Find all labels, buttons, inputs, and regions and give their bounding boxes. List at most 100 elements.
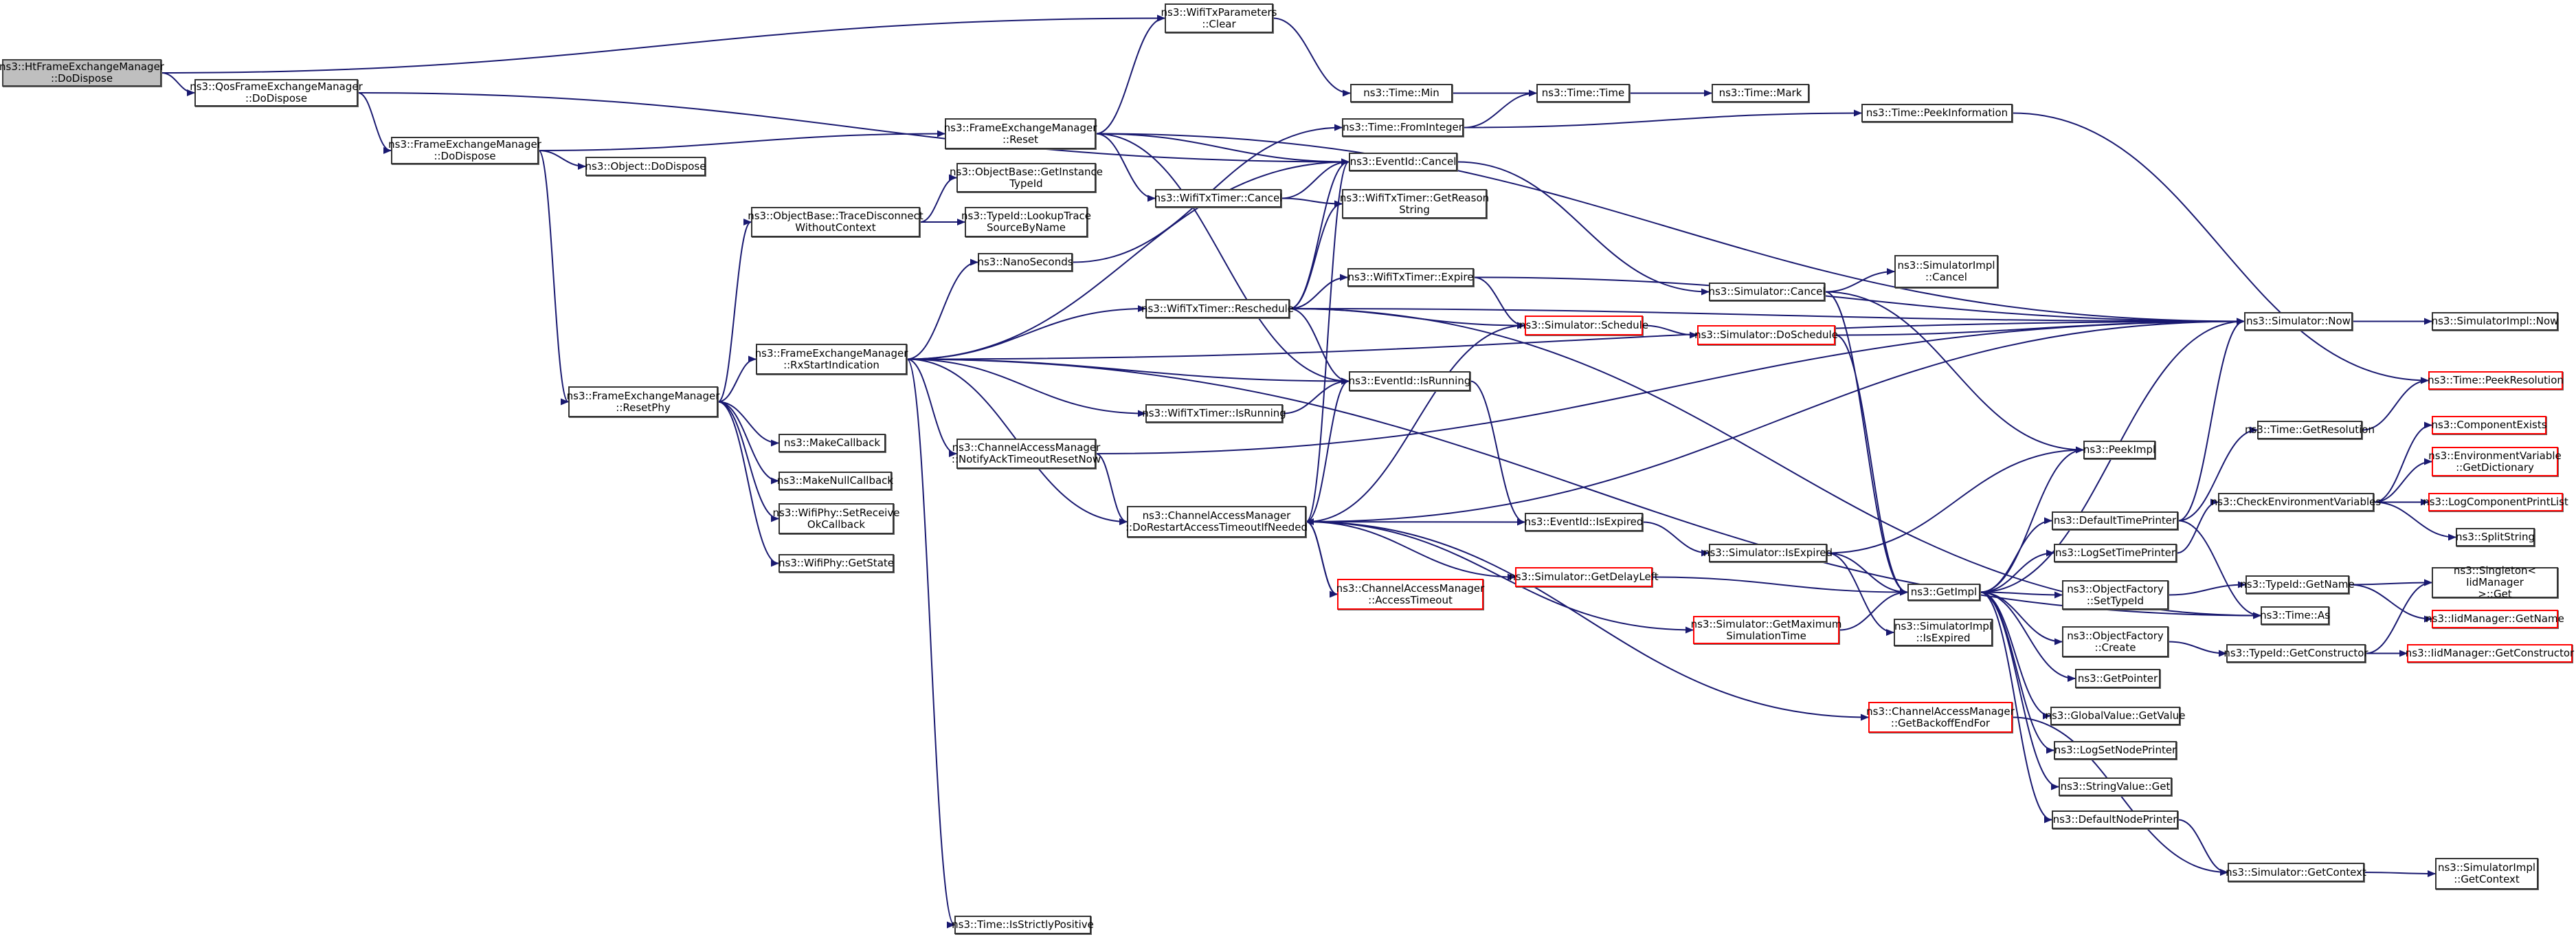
function-node[interactable]: ns3::Time::Mark [1712, 84, 1809, 102]
call-edge [538, 150, 586, 170]
function-node[interactable]: ns3::Object::DoDispose [585, 157, 706, 176]
function-node[interactable]: ns3::QosFrameExchangeManager ::DoDispose [190, 79, 363, 107]
function-node[interactable]: ns3::FrameExchangeManager ::RxStartIndic… [755, 344, 908, 375]
function-node[interactable]: ns3::SimulatorImpl ::IsExpired [1894, 619, 1993, 646]
function-node-label: ns3::ChannelAccessManager ::AccessTimeou… [1336, 582, 1485, 606]
function-node[interactable]: ns3::GlobalValue::GetValue [2045, 707, 2186, 725]
function-node[interactable]: ns3::WifiTxParameters ::Clear [1161, 3, 1277, 33]
function-node[interactable]: ns3::FrameExchangeManager ::ResetPhy [567, 386, 719, 417]
function-node[interactable]: ns3::WifiTxTimer::Expire [1347, 268, 1474, 287]
function-node[interactable]: ns3::StringValue::Get [2059, 777, 2172, 796]
call-edge [1095, 14, 1165, 135]
function-node-label: ns3::NanoSeconds [977, 256, 1073, 268]
call-edge [1826, 446, 2084, 554]
function-node[interactable]: ns3::SimulatorImpl ::GetContext [2435, 858, 2538, 890]
call-edge [717, 355, 757, 403]
call-edge [717, 401, 779, 447]
function-node-label: ns3::ObjectBase::TraceDisconnect Without… [748, 210, 923, 234]
call-edge [1642, 324, 1698, 339]
function-node[interactable]: ns3::IidManager::GetName [2426, 610, 2564, 628]
function-node-label: ns3::ChannelAccessManager ::DoRestartAcc… [1125, 509, 1308, 533]
function-node[interactable]: ns3::Simulator::Cancel [1708, 283, 1826, 301]
function-node[interactable]: ns3::NanoSeconds [977, 253, 1073, 272]
function-node[interactable]: ns3::ChannelAccessManager ::NotifyAckTim… [952, 439, 1101, 469]
function-node[interactable]: ns3::DefaultTimePrinter [2052, 511, 2178, 530]
function-node-label: ns3::MakeCallback [783, 437, 881, 449]
function-node[interactable]: ns3::Simulator::GetDelayLeft [1509, 567, 1659, 587]
function-node[interactable]: ns3::Time::GetResolution [2245, 421, 2375, 439]
function-node-label: ns3::GetPointer [2077, 672, 2158, 685]
function-node[interactable]: ns3::ObjectBase::TraceDisconnect Without… [748, 207, 923, 237]
function-node[interactable]: ns3::EventId::IsExpired [1525, 513, 1643, 531]
function-node[interactable]: ns3::ObjectFactory ::Create [2062, 626, 2169, 657]
function-node[interactable]: ns3::Time::PeekResolution [2428, 371, 2564, 390]
function-node[interactable]: ns3::ComponentExists [2431, 416, 2547, 434]
function-node[interactable]: ns3::LogSetTimePrinter [2054, 544, 2177, 562]
call-edge [1835, 334, 1908, 596]
function-node[interactable]: ns3::WifiPhy::SetReceive OkCallback [773, 503, 899, 534]
function-node[interactable]: ns3::SimulatorImpl ::Cancel [1894, 255, 1998, 288]
function-node[interactable]: ns3::CheckEnvironmentVariables [2211, 493, 2381, 511]
function-node[interactable]: ns3::DefaultNodePrinter [2052, 810, 2178, 829]
function-node-label: ns3::EventId::IsRunning [1348, 375, 1471, 387]
function-node[interactable]: ns3::ChannelAccessManager ::DoRestartAcc… [1125, 506, 1308, 538]
function-node[interactable]: ns3::GetImpl [1907, 584, 1980, 601]
function-node[interactable]: ns3::ObjectFactory ::SetTypeId [2062, 580, 2169, 610]
function-node[interactable]: ns3::Time::PeekInformation [1861, 104, 2013, 122]
function-node[interactable]: ns3::EventId::IsRunning [1349, 371, 1470, 391]
function-node-label: ns3::Time::Mark [1718, 87, 1802, 99]
function-node[interactable]: ns3::Time::IsStrictlyPositive [952, 916, 1094, 934]
function-node-label: ns3::HtFrameExchangeManager ::DoDispose [0, 60, 164, 85]
call-edge [1980, 591, 2063, 599]
function-node[interactable]: ns3::Simulator::GetMaximum SimulationTim… [1691, 616, 1841, 644]
call-edge [2349, 579, 2432, 586]
function-node[interactable]: ns3::WifiTxTimer::IsRunning [1142, 404, 1286, 423]
function-node[interactable]: ns3::SimulatorImpl::Now [2432, 312, 2558, 331]
function-node[interactable]: ns3::WifiPhy::GetState [779, 554, 894, 573]
function-node[interactable]: ns3::Time::Time [1536, 84, 1630, 102]
function-node[interactable]: ns3::Simulator::Now [2244, 312, 2353, 331]
function-node[interactable]: ns3::PeekImpl [2083, 441, 2155, 459]
function-node[interactable]: ns3::Simulator::DoSchedule [1694, 325, 1838, 345]
function-node[interactable]: ns3::Simulator::Schedule [1519, 316, 1648, 335]
function-node-label: ns3::FrameExchangeManager ::Reset [943, 121, 1097, 146]
function-node[interactable]: ns3::LogSetNodePrinter [2054, 741, 2177, 760]
function-node-label: ns3::Time::GetResolution [2245, 423, 2375, 436]
function-node[interactable]: ns3::ObjectBase::GetInstance TypeId [950, 163, 1103, 192]
function-node[interactable]: ns3::MakeNullCallback [777, 472, 893, 490]
function-node[interactable]: ns3::WifiTxTimer::Reschedule [1141, 299, 1294, 318]
function-node-label: ns3::Time::PeekResolution [2428, 374, 2564, 386]
call-edge [1652, 576, 1908, 596]
function-node[interactable]: ns3::GetPointer [2075, 669, 2160, 688]
function-node[interactable]: ns3::TypeId::LookupTrace SourceByName [961, 207, 1091, 237]
call-edge [2177, 426, 2258, 522]
function-node[interactable]: ns3::Time::Min [1350, 84, 1453, 102]
function-node[interactable]: ns3::SplitString [2456, 528, 2535, 546]
function-node[interactable]: ns3::ChannelAccessManager ::AccessTimeou… [1336, 579, 1485, 610]
function-node[interactable]: ns3::Simulator::IsExpired [1703, 544, 1833, 562]
call-edge [2349, 584, 2432, 623]
function-node[interactable]: ns3::Simulator::GetContext [2226, 863, 2366, 882]
function-node[interactable]: ns3::TypeId::GetName [2240, 575, 2355, 594]
call-edge [2373, 421, 2432, 503]
call-edge [1980, 591, 2052, 824]
function-node[interactable]: ns3::EventId::Cancel [1349, 153, 1457, 171]
function-node[interactable]: ns3::MakeCallback [779, 434, 886, 452]
function-node[interactable]: ns3::Time::As [2260, 606, 2330, 625]
call-edge [717, 401, 779, 522]
function-node[interactable]: ns3::FrameExchangeManager ::DoDispose [388, 137, 541, 164]
function-node[interactable]: ns3::TypeId::GetConstructor [2224, 644, 2368, 663]
function-node[interactable]: ns3::FrameExchangeManager ::Reset [943, 118, 1097, 149]
call-edge [1826, 552, 1894, 636]
function-node[interactable]: ns3::EnvironmentVariable ::GetDictionary [2428, 447, 2562, 476]
function-node[interactable]: ns3::IidManager::GetConstructor [2406, 644, 2574, 663]
function-node[interactable]: ns3::WifiTxTimer::GetReason String [1340, 189, 1489, 219]
function-node-label: ns3::GlobalValue::GetValue [2045, 709, 2186, 722]
function-node[interactable]: ns3::ChannelAccessManager ::GetBackoffEn… [1866, 702, 2015, 733]
function-node[interactable]: ns3::Singleton< IidManager >::Get [2432, 565, 2558, 600]
function-node[interactable]: ns3::LogComponentPrintList [2423, 493, 2568, 511]
function-node[interactable]: ns3::Time::FromInteger [1342, 118, 1464, 137]
call-edge [2177, 819, 2228, 876]
function-node[interactable]: ns3::WifiTxTimer::Cancel [1154, 189, 1282, 208]
